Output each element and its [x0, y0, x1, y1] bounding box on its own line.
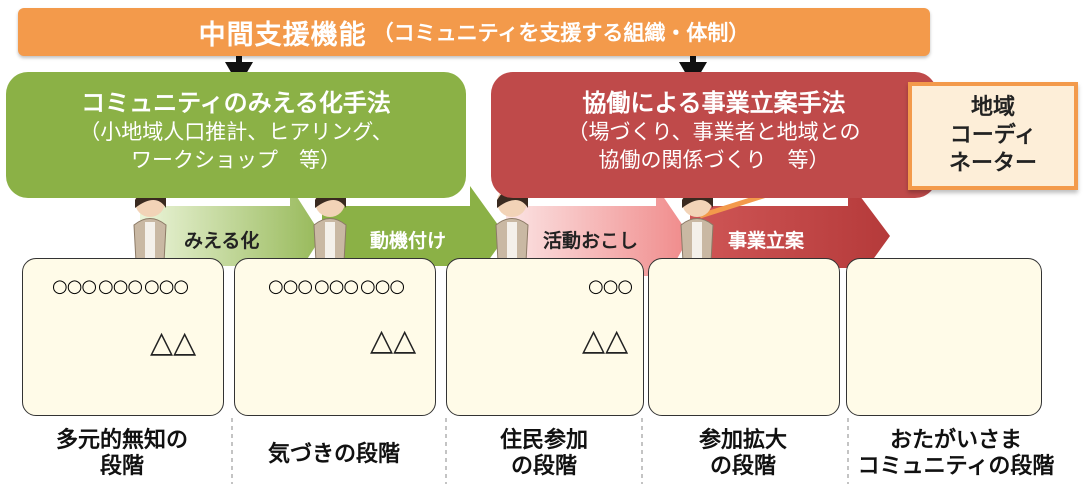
stage-label-2-line1: 気づきの段階: [267, 442, 400, 467]
stage-panel-5: [846, 258, 1042, 416]
panel2-circles-c: ○○○: [360, 276, 405, 297]
header-sub-text: （コミュニティを支援する組織・体制）: [372, 21, 750, 45]
collaboration-method-title: 協働による事業立案手法: [582, 89, 846, 117]
panel3-triangles: △△: [582, 323, 629, 358]
header-main-text: 中間支援機能: [198, 19, 367, 51]
panel1-circles-a: ○○○: [52, 276, 97, 297]
stage-label-3: 住民参加 の段階: [446, 428, 642, 480]
panel1-circles-b: ○○○: [98, 276, 143, 297]
panel2-circles-a: ○○○: [268, 276, 313, 297]
visualize-method-title: コミュニティのみえる化手法: [81, 89, 391, 117]
step-label-activity: 活動おこし: [543, 230, 639, 252]
stage-label-4: 参加拡大 の段階: [648, 428, 838, 480]
collaboration-method-line2: 協働の関係づくり 等）: [598, 148, 830, 172]
visualize-method-line2: ワークショップ 等）: [131, 148, 341, 172]
stage-panel-3: [446, 258, 644, 416]
stage-label-4-line1: 参加拡大: [698, 428, 787, 453]
stage-label-1: 多元的無知の 段階: [22, 428, 222, 480]
community-coordinator-box: 地域 コーディ ネーター: [908, 82, 1078, 190]
stage-label-3-line2: の段階: [510, 454, 577, 479]
panel2-triangles: △△: [370, 323, 417, 358]
stage-panel-2: [234, 258, 436, 416]
step-label-motivation: 動機付け: [370, 230, 447, 252]
collaboration-method-box: 協働による事業立案手法 （場づくり、事業者と地域との 協働の関係づくり 等）: [491, 72, 937, 198]
stage-label-1-line2: 段階: [99, 454, 144, 479]
collaboration-method-line1: （場づくり、事業者と地域との: [567, 120, 861, 144]
coordinator-line3: ネーター: [948, 151, 1037, 176]
stage-label-3-line1: 住民参加: [499, 428, 588, 453]
stage-label-1-line1: 多元的無知の: [55, 428, 188, 453]
stage-label-4-line2: の段階: [709, 454, 776, 479]
stage-label-5-line1: おたがいさま: [889, 428, 1022, 453]
stage-panel-1: [22, 258, 224, 416]
panel1-triangles: △△: [150, 325, 197, 360]
visualize-method-line1: （小地域人口推計、ヒアリング、: [79, 120, 393, 144]
stage-label-5-line2: コミュニティの段階: [857, 454, 1055, 479]
panel1-circles-c: ○○○: [144, 276, 189, 297]
step-label-planning: 事業立案: [728, 230, 805, 252]
visualize-method-box: コミュニティのみえる化手法 （小地域人口推計、ヒアリング、 ワークショップ 等）: [6, 72, 466, 198]
stage-label-2: 気づきの段階: [234, 442, 434, 468]
intermediary-support-header: 中間支援機能 （コミュニティを支援する組織・体制）: [18, 8, 930, 56]
panel3-circles: ○○○: [588, 276, 633, 297]
stage-label-5: おたがいさま コミュニティの段階: [846, 428, 1066, 480]
stage-panel-4: [648, 258, 840, 416]
coordinator-line2: コーディ: [949, 123, 1037, 148]
panel2-circles-b: ○○○: [314, 276, 359, 297]
coordinator-line1: 地域: [970, 95, 1015, 120]
step-label-visualize: みえる化: [184, 230, 260, 252]
